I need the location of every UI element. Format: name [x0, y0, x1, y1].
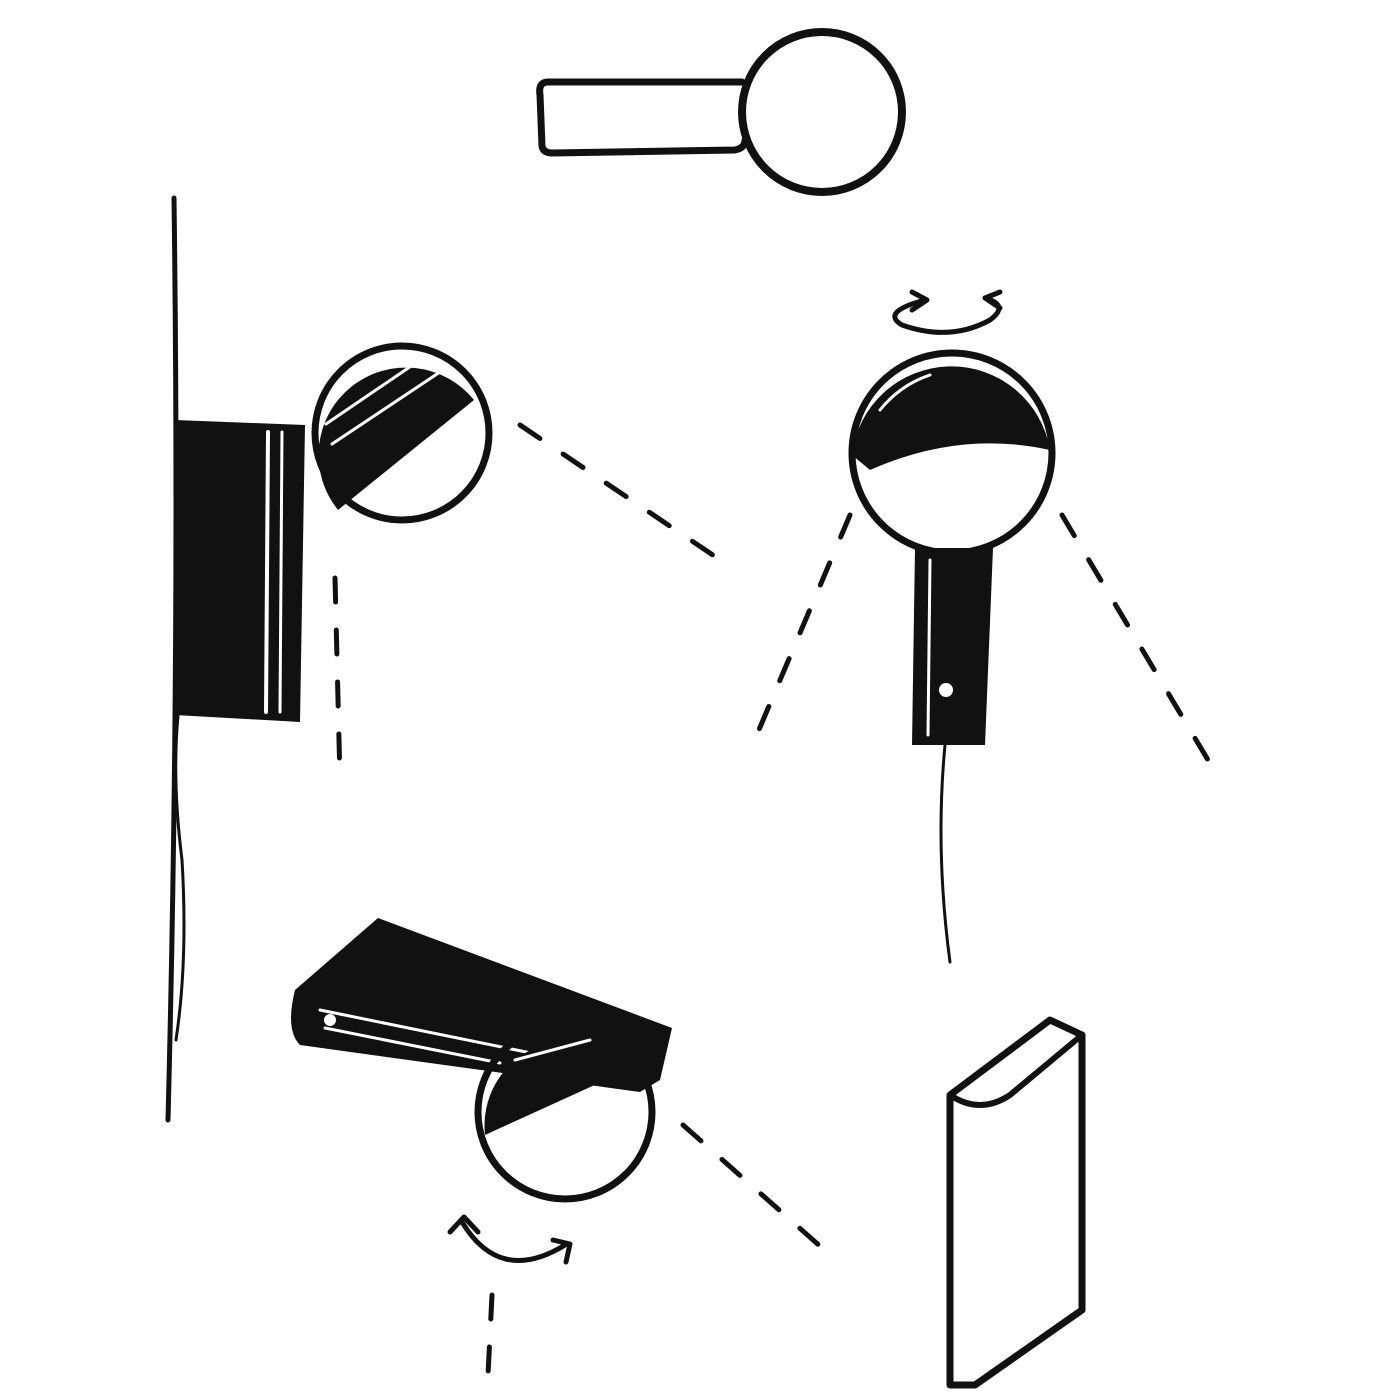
table-lamp-head	[474, 1021, 656, 1203]
tilt-arrows-icon	[447, 1214, 573, 1265]
top-view-head	[738, 28, 906, 196]
front-view-cord	[939, 743, 952, 964]
light-beams	[332, 422, 1211, 1398]
front-view-stem	[912, 548, 993, 745]
book-object	[946, 1016, 1086, 1389]
lamp-wall-mounted-side-view	[174, 342, 493, 1042]
rotate-horizontal-arrows-icon	[892, 289, 1003, 335]
top-view-handle	[536, 78, 749, 157]
lamp-lying-on-table	[291, 918, 672, 1265]
wall-mount-cord	[174, 714, 186, 1042]
wall-mount-body	[175, 420, 305, 722]
front-view-switch	[939, 683, 953, 697]
wall-line	[165, 195, 179, 1123]
wall-mount-head	[311, 342, 493, 524]
lamp-top-view	[536, 28, 906, 196]
lamp-front-view-rotating	[848, 289, 1056, 964]
front-view-head	[848, 349, 1056, 557]
